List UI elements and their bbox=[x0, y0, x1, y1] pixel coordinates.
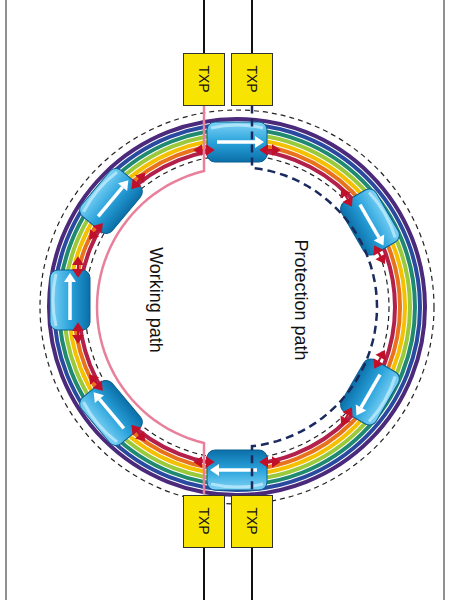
transponder-label: TXP bbox=[196, 65, 212, 92]
transponder-label: TXP bbox=[244, 507, 260, 534]
wavelength-rings bbox=[40, 110, 434, 504]
path-label: Working path bbox=[145, 247, 166, 353]
transponder-box: TXP bbox=[183, 53, 225, 106]
routers bbox=[50, 122, 408, 490]
transponder-label: TXP bbox=[244, 65, 260, 92]
working-path bbox=[97, 106, 204, 495]
path-label: Protection path bbox=[290, 239, 311, 360]
frame bbox=[6, 0, 444, 600]
protection-path bbox=[252, 106, 377, 495]
transponder-box: TXP bbox=[183, 495, 225, 548]
transponder-box: TXP bbox=[231, 495, 273, 548]
transponder-box: TXP bbox=[231, 53, 273, 106]
transponder-label: TXP bbox=[196, 507, 212, 534]
